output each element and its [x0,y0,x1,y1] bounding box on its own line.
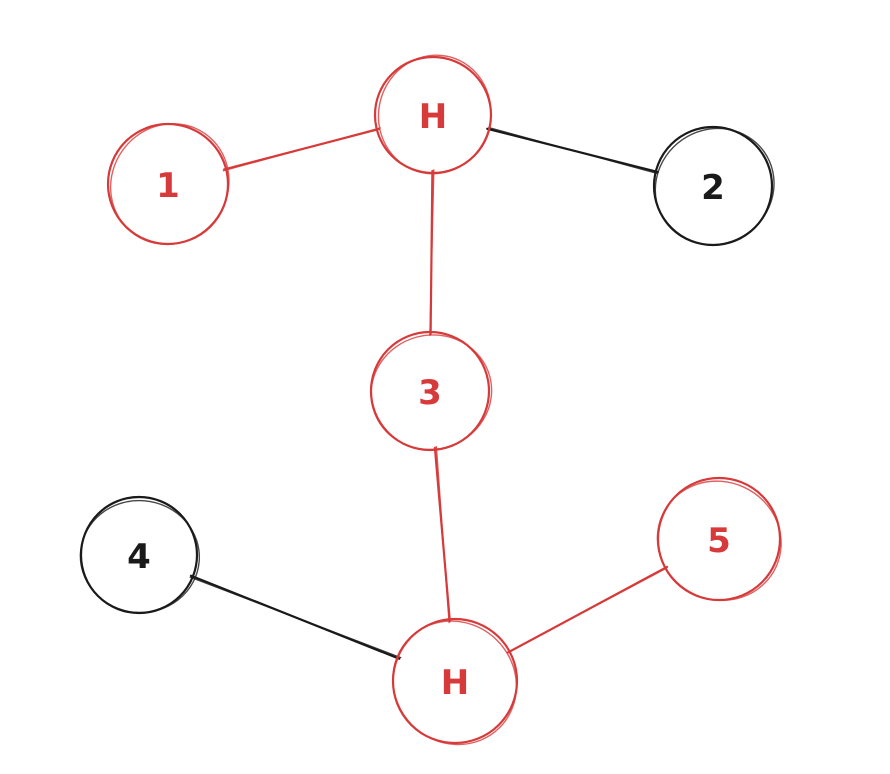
edge-line-sketch [508,567,667,653]
edge-h_top-n3 [429,169,435,337]
node-n4: 4 [79,495,201,615]
edge-line-sketch [189,576,402,659]
node-label: 4 [127,537,151,577]
edge-h_bottom-n5 [506,565,669,654]
edge-line-sketch [222,127,381,172]
edge-line-sketch [429,169,435,337]
node-label: 3 [418,373,442,413]
edge-h_bottom-n4 [189,574,402,660]
edges-layer [189,126,669,660]
node-n1: 1 [106,122,230,246]
node-circle-sketch [370,334,493,451]
node-n5: 5 [656,476,782,602]
node-circle-sketch [79,499,201,614]
node-label: H [441,663,469,703]
node-circle-sketch [392,620,518,746]
node-n3: 3 [369,330,493,452]
node-circle-sketch [377,54,492,175]
edge-h_top-n2 [486,126,659,175]
node-label: 1 [156,166,180,206]
node-circle-sketch [654,127,775,246]
edge-n3-h_bottom [433,445,451,624]
edge-line-sketch [435,445,450,624]
edge-h_top-n1 [222,127,381,172]
node-h_top: H [373,54,493,175]
edge-line-sketch [488,126,658,175]
node-n2: 2 [652,125,775,247]
node-label: H [419,97,447,137]
node-circle-sketch [656,480,782,602]
node-label: 2 [701,168,725,208]
node-label: 5 [707,521,731,561]
node-h_bottom: H [391,617,519,746]
node-circle-sketch [109,122,230,246]
